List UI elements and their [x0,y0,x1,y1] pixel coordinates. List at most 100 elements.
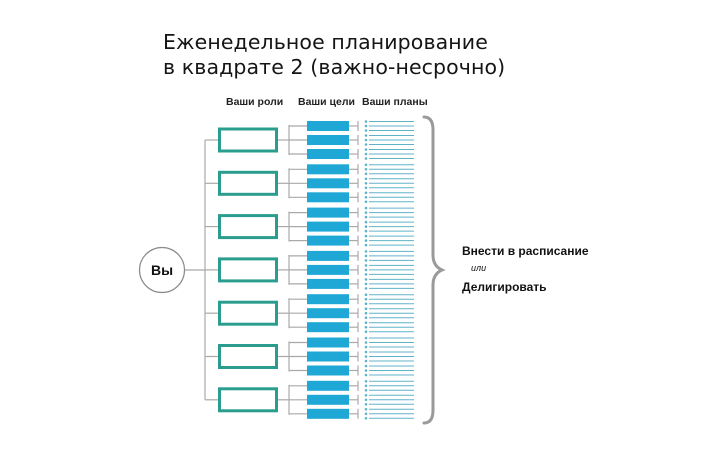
plan-dot [364,264,368,267]
plan-dot [364,215,368,219]
column-header-plans: Ваши планы [362,96,428,108]
plan-dot [364,278,368,281]
plan-dot [364,341,368,344]
plan-dot [364,268,368,272]
plan-dot [364,186,368,190]
plan-dot [364,359,368,363]
plan-dot [364,302,368,306]
goal-bar [307,235,349,246]
outcome-or: или [471,263,487,273]
plan-dot [364,350,368,354]
plan-dot [364,355,368,358]
outcome-delegate: Делигировать [462,280,547,294]
plan-dot [364,336,368,340]
plan-dot [364,191,368,195]
goals-group [307,121,349,419]
plan-dot [364,316,368,320]
you-node [138,246,186,294]
goal-bar [307,337,349,348]
goal-bar [307,121,349,131]
goal-bar [307,294,349,305]
plan-dot [364,259,368,262]
goal-bar [307,192,349,203]
plan-dot [364,282,368,286]
goal-bar [307,408,349,419]
goal-bar [307,365,349,376]
diagram-title: Еженедельное планирование в квадрате 2 (… [163,30,505,80]
goal-bar [307,351,349,362]
plan-dot [364,273,368,276]
goal-bar [307,394,349,405]
plan-dot [364,206,368,210]
plan-dot [364,129,368,132]
title-line-1: Еженедельное планирование [163,30,488,54]
goal-bar [307,207,349,218]
plan-dot [364,398,368,402]
plan-dot [364,163,368,167]
column-header-goals: Ваши цели [298,96,355,108]
plan-dot [364,229,368,233]
plan-dot [364,134,368,137]
role-box [218,344,278,369]
title-line-2: в квадрате 2 (важно-несрочно) [163,55,506,79]
role-box [218,127,278,153]
plan-dot [364,148,368,151]
plan-dot [364,307,368,311]
plan-dot [364,124,368,128]
plan-dot [364,196,368,199]
goal-bar [307,221,349,232]
plan-dot [364,380,368,383]
roles-group [218,127,278,413]
plan-dot [364,325,368,329]
plan-dot [364,182,368,185]
plan-dot [364,254,368,258]
plan-dot [364,250,368,253]
goal-bar [307,135,349,145]
plan-dot [364,364,368,368]
goal-bar [307,264,349,275]
plan-dot [364,138,368,142]
plan-dot [364,408,368,411]
plan-dot [364,239,368,242]
plan-dot [364,200,368,204]
plan-dot [364,297,368,301]
plan-dot [364,293,368,297]
plan-dot [364,373,368,377]
role-box [218,214,278,240]
role-box [218,300,278,326]
plan-dot [364,394,368,397]
plan-dot [364,152,368,156]
plan-dot [364,321,368,325]
role-box [218,170,278,196]
goal-bar [307,308,349,319]
plan-dot [364,330,368,334]
role-box [218,387,278,413]
plan-dot [364,157,368,160]
you-label: Вы [150,262,174,278]
plan-dot [364,220,368,224]
role-box [218,257,278,283]
plan-dot [364,168,368,171]
plan-dot [364,403,368,406]
plan-dot [364,143,368,146]
plan-dot [364,389,368,392]
curly-brace [422,115,446,425]
plan-dot [364,345,368,349]
plan-dot [364,177,368,181]
goal-bar [307,178,349,189]
plan-dot [364,384,368,388]
plan-dot [364,369,368,372]
plan-dot [364,120,368,123]
goal-bar [307,164,349,175]
plan-dot [364,311,368,315]
goal-bar [307,322,349,333]
plan-dot [364,225,368,228]
plan-dot [364,412,368,416]
plans-group [364,120,414,420]
plan-dot [364,234,368,238]
plan-dot [364,417,368,420]
plan-dot [364,287,368,290]
connectors [184,121,359,419]
goal-bar [307,250,349,261]
